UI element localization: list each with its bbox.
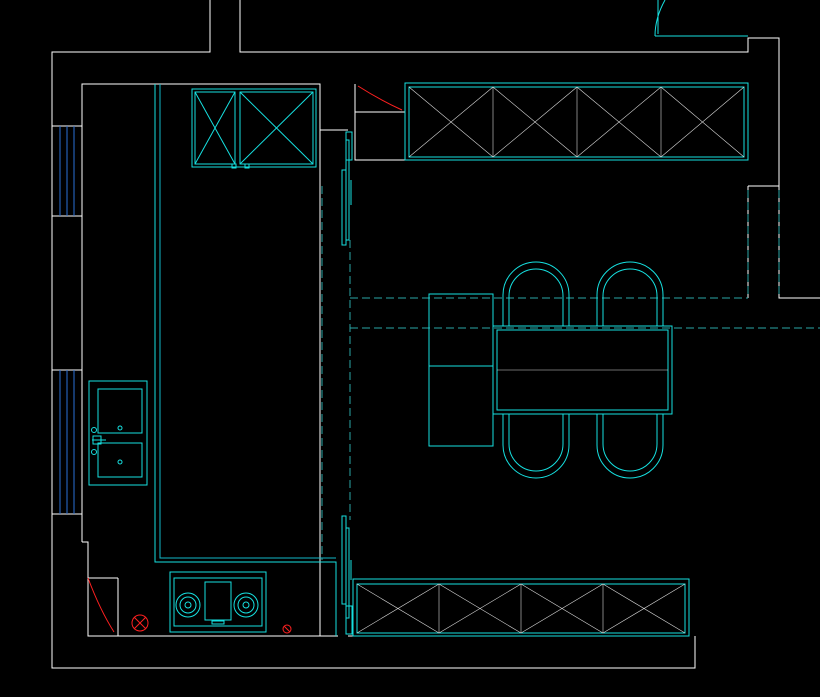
tall-cabinet-row-top <box>404 82 749 161</box>
sideboard <box>428 293 494 447</box>
dining-chair <box>502 414 570 479</box>
wall-opening <box>654 0 748 37</box>
sliding-door <box>341 131 353 635</box>
floor-drain-symbol <box>131 614 292 634</box>
dining-chair <box>596 261 664 326</box>
dashed-guidelines <box>321 186 820 560</box>
double-sink <box>88 380 148 486</box>
tall-cabinet-row-bottom <box>352 578 690 637</box>
dining-table <box>492 325 673 415</box>
dining-chair <box>596 414 664 479</box>
gas-hob <box>169 571 267 633</box>
exterior-walls <box>51 0 820 669</box>
door-swing <box>357 85 403 111</box>
kitchen-counter <box>154 84 337 636</box>
window-left-lower <box>51 369 83 515</box>
window-left-upper <box>51 125 83 217</box>
tall-cabinet-pair <box>191 88 317 169</box>
door-swing <box>87 577 119 636</box>
dining-chair <box>502 261 570 326</box>
